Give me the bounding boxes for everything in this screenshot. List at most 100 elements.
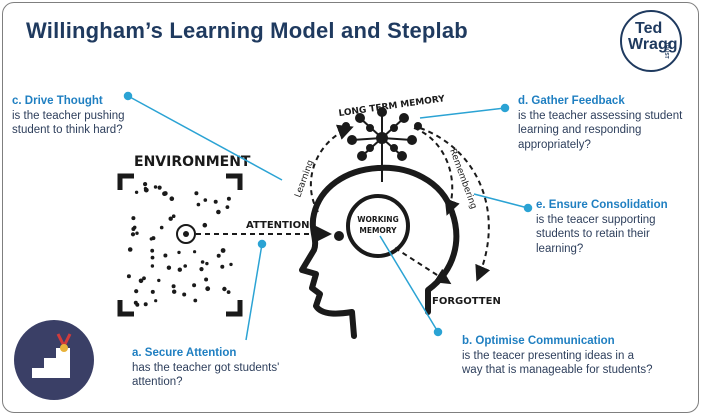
stimulus-dot [168,216,173,221]
stimulus-dot [143,182,148,187]
stimulus-dot [193,250,197,254]
callout-drive-thought: c. Drive Thought is the teacher pushing … [12,94,125,138]
callout-e-line3: learning? [536,242,584,255]
stimulus-dot [172,289,177,294]
stimulus-dot [216,253,221,258]
page-title: Willingham’s Learning Model and Steplab [26,18,468,43]
working-memory-circle [346,194,410,258]
callout-a-heading: a. Secure Attention [132,347,237,359]
stimulus-dot [149,237,153,241]
callout-e-line2: students to retain their [536,228,650,240]
stimulus-dot [177,267,182,272]
callout-gather-feedback: d. Gather Feedback is the teacher assess… [518,94,682,152]
long-term-memory-label: LONG TERM MEMORY [338,94,446,119]
environment-label: ENVIRONMENT [134,154,251,170]
stimulus-dot [150,248,155,253]
stimulus-dot [194,191,199,196]
callout-e-heading: e. Ensure Consolidation [536,199,668,211]
stimulus-dot [159,225,164,230]
callout-c-line1: is the teacher pushing [12,109,125,122]
stimulus-dot [229,262,233,267]
stimulus-dot [225,205,230,210]
callout-d-heading: d. Gather Feedback [518,95,625,107]
stimulus-dot [163,191,168,196]
stimulus-dot [157,185,162,190]
stimulus-dot [142,276,146,281]
stimulus-dot [213,199,218,204]
logo-text-wragg: Wragg [628,36,678,53]
remembering-arrow [413,127,460,216]
callout-b-line2: way that is manageable for students? [462,364,653,376]
stimulus-dot [134,190,139,194]
attention-target-center [183,231,189,237]
callout-d-line2: learning and responding [518,124,642,136]
environment-stimuli [126,182,233,307]
connector-b [379,235,443,337]
callout-secure-attention: a. Secure Attention has the teacher got … [132,346,279,390]
callout-d-line3: appropriately? [518,138,591,151]
stimulus-dot [220,264,225,269]
stimulus-dot [204,277,209,282]
stimulus-dot [138,278,144,284]
environment-frame [117,173,243,317]
stimulus-dot [196,202,201,207]
stimulus-dot [220,248,226,253]
stimulus-dot [226,196,231,201]
stimulus-dot [150,255,155,260]
stimulus-dot [183,264,187,268]
connector-c [123,91,283,181]
callout-c-heading: c. Drive Thought [12,95,103,107]
stimulus-dot [202,222,208,228]
stimulus-dot [150,289,155,294]
connector-a [245,239,267,341]
callout-b-line1: is the teacer presenting ideas in a [462,349,634,362]
callout-d-line1: is the teacher assessing student [518,109,683,122]
stimulus-dot [131,216,136,221]
stimulus-dot [150,264,155,268]
ted-wragg-trust-logo: Ted Wragg TRUST [620,10,682,72]
callout-b-heading: b. Optimise Communication [462,335,615,347]
stimulus-dot [143,302,148,307]
stimulus-dot [182,292,187,297]
callout-c-line2: student to think hard? [12,124,123,136]
callout-a-line2: attention? [132,376,183,388]
working-memory-label-1: WORKING [357,215,398,224]
stimulus-dot [135,231,139,235]
callout-optimise-communication: b. Optimise Communication is the teacer … [462,334,653,378]
forgotten-label: FORGOTTEN [432,296,501,307]
working-memory-label-2: MEMORY [359,226,397,235]
stimulus-dot [199,267,204,272]
stimulus-dot [222,286,227,292]
stimulus-dot [171,284,176,289]
connector-d [419,103,510,119]
stimulus-dot [203,198,208,202]
stimulus-dot [157,278,161,283]
forgetting-wm-arrow [394,247,452,285]
stimulus-dot [177,250,181,255]
attention-label: ATTENTION [246,220,309,231]
stimulus-dot [200,260,205,264]
stimulus-dot [153,185,158,189]
stimulus-dot [166,265,172,270]
learning-label: Learning [293,159,316,199]
callout-a-line1: has the teacher got students' [132,361,280,374]
attention-target [176,224,196,244]
callout-ensure-consolidation: e. Ensure Consolidation is the teacer su… [536,198,668,256]
stimulus-dot [171,214,176,218]
stimulus-dot [133,300,138,305]
steplab-stairs-icon [32,333,72,378]
stimulus-dot [192,283,197,288]
long-term-memory-network [342,107,422,182]
stimulus-dot [154,299,158,303]
stimulus-dot [169,196,175,201]
stimulus-dot [205,261,209,266]
stimulus-dot [127,247,133,252]
head-silhouette [299,164,460,339]
learning-arrow [309,124,354,213]
stimulus-dot [130,232,136,237]
attention-entry-point [334,231,344,241]
stimulus-dot [126,274,131,279]
stimulus-dot [193,298,198,303]
stimulus-dot [163,253,168,258]
logo-text-ted: Ted [635,20,663,37]
